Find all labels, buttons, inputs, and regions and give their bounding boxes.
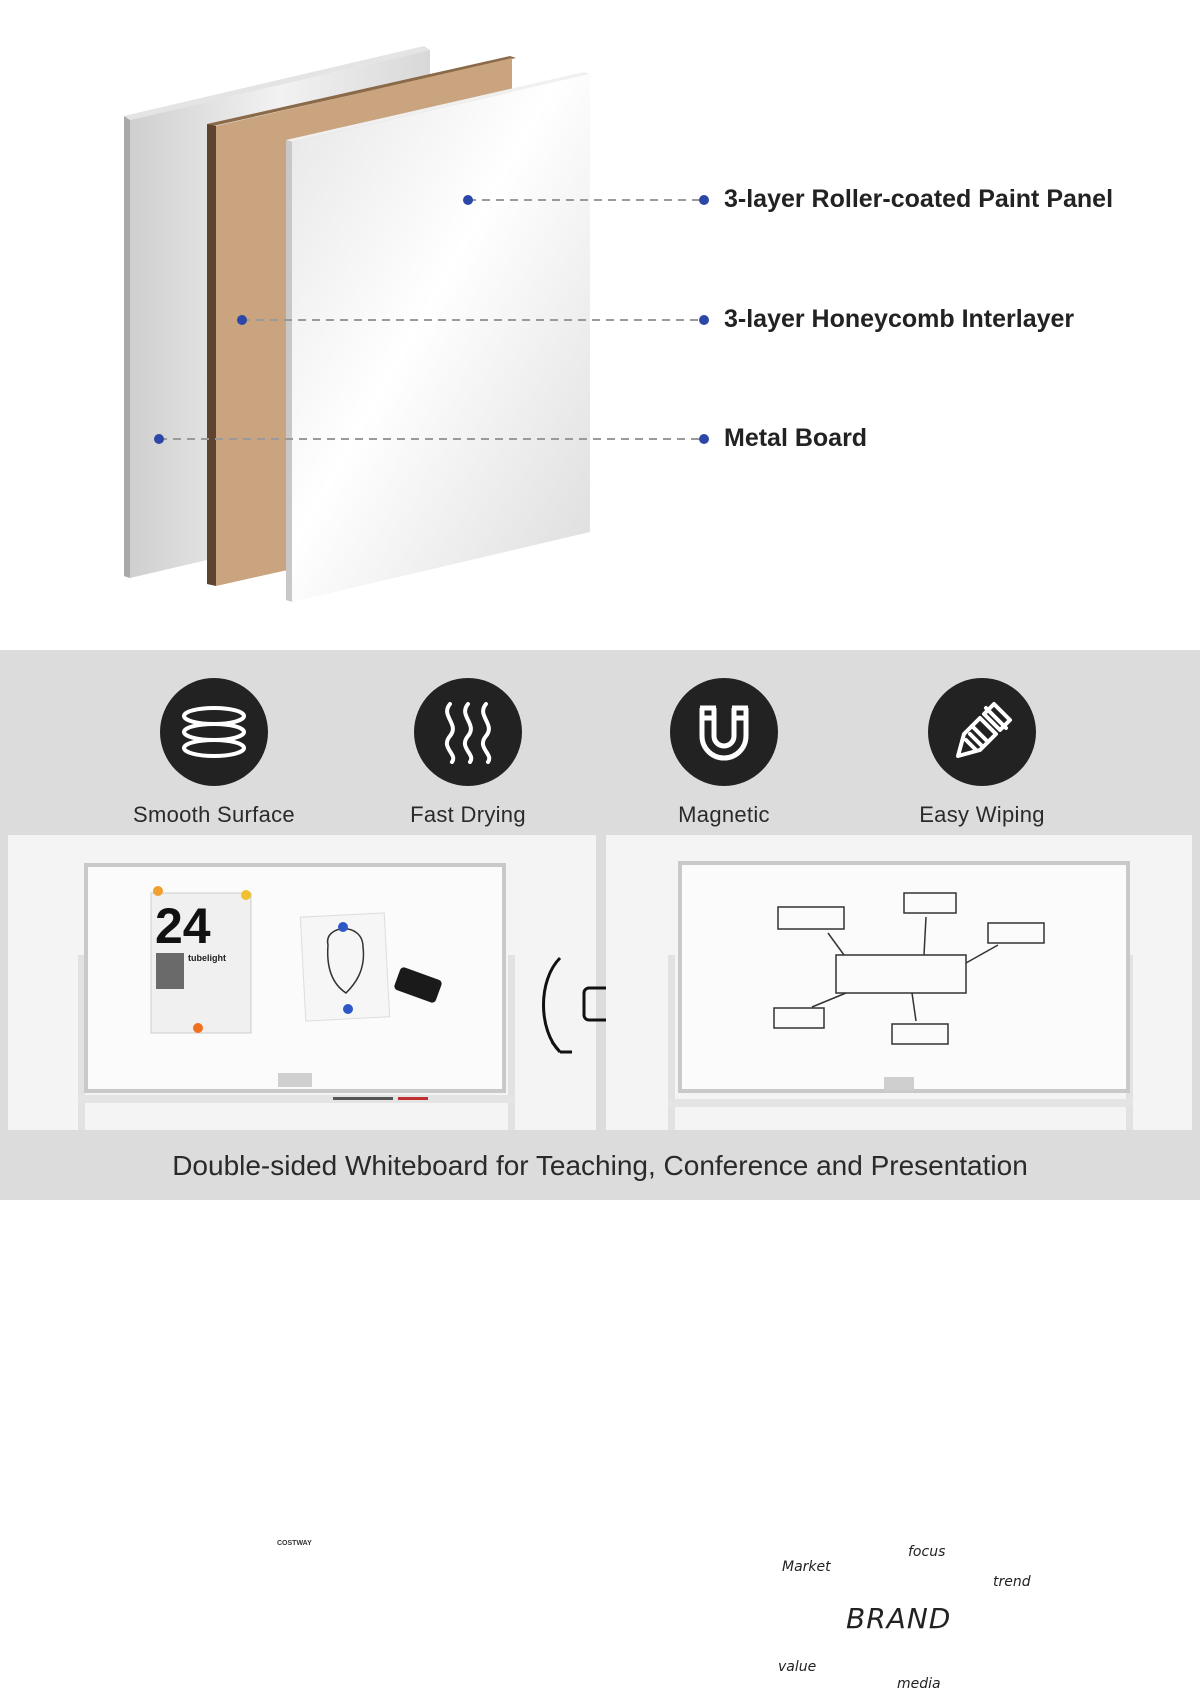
brand-logo: COSTWAY (277, 1540, 312, 1547)
word-market: Market (782, 1559, 831, 1575)
feature-label: Easy Wiping (919, 802, 1045, 827)
poster-number: 24 (155, 898, 211, 954)
features-panel: Smooth Surface Fast Drying (0, 650, 1200, 1692)
feature-label: Magnetic (678, 802, 770, 827)
board-layers-illustration (124, 46, 590, 602)
callout-metal (154, 434, 709, 444)
magnet-icon (670, 678, 778, 786)
layers-icon (160, 678, 268, 786)
whiteboard-back-photo (606, 835, 1192, 1130)
feature-magnetic: Magnetic (604, 678, 844, 828)
feature-smooth-surface: Smooth Surface (94, 678, 334, 828)
metal-board-label: Metal Board (724, 424, 868, 452)
feature-easy-wiping: Easy Wiping (862, 678, 1102, 828)
callout-paint (463, 195, 709, 205)
layer-diagram: 3-layer Roller-coated Paint Panel 3-laye… (0, 0, 1200, 650)
feature-label: Smooth Surface (133, 802, 295, 827)
callout-honeycomb (237, 315, 709, 325)
paint-panel-label: 3-layer Roller-coated Paint Panel (724, 185, 1114, 213)
feature-fast-drying: Fast Drying (348, 678, 588, 828)
word-media: media (897, 1676, 941, 1692)
word-value: value (778, 1659, 817, 1675)
heat-waves-icon (414, 678, 522, 786)
caption: Double-sided Whiteboard for Teaching, Co… (172, 1150, 1028, 1181)
brush-icon (928, 678, 1036, 786)
feature-label: Fast Drying (410, 802, 526, 827)
word-focus: focus (908, 1544, 946, 1560)
poster-text: tubelight (188, 953, 226, 963)
brand-word: BRAND (846, 1602, 952, 1635)
callout-lines (154, 195, 709, 444)
honeycomb-label: 3-layer Honeycomb Interlayer (724, 305, 1075, 333)
whiteboard-front-photo (8, 835, 596, 1130)
paint-panel-layer (286, 72, 590, 602)
word-trend: trend (993, 1574, 1031, 1590)
